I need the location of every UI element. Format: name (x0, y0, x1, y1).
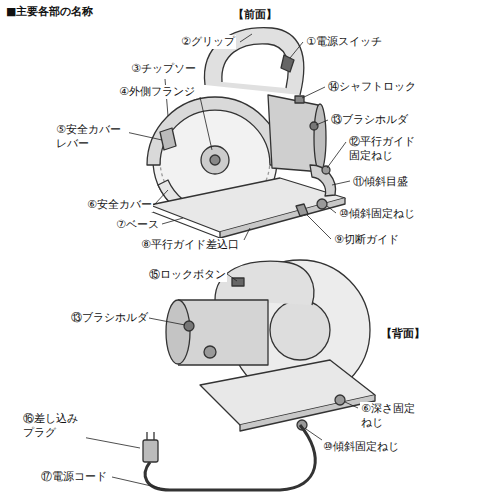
part-label: ⑦ベース (115, 218, 160, 232)
part-label: ④外側フランジ (118, 85, 196, 99)
part-label: ⑮ロックボタン (148, 268, 227, 282)
part-label: ⑭シャフトロック (327, 80, 417, 94)
view-heading: 【背面】 (380, 327, 426, 341)
part-label: ⑥深さ固定 ねじ (360, 402, 424, 431)
part-label: ①電源スイッチ (305, 35, 383, 49)
part-label: ⑤安全カバー レバー (55, 123, 129, 152)
part-label: ⑫平行ガイド 固定ねじ (348, 135, 422, 164)
part-label: ⑩傾斜固定ねじ (322, 440, 400, 454)
part-label: ⑩傾斜固定ねじ (338, 207, 416, 221)
part-label: ③チップソー (130, 62, 197, 76)
part-label: ⑪傾斜目盛 (352, 175, 409, 189)
part-label: ⑰電源コード (40, 470, 108, 484)
part-label: ②グリップ (180, 35, 236, 49)
part-label: ⑬ブラシホルダ (330, 113, 409, 127)
part-label: ⑨切断ガイド (333, 233, 400, 247)
part-label: ⑯差し込み プラグ (22, 412, 86, 441)
diagram-title: ■主要各部の名称 (6, 4, 93, 19)
part-label: ⑬ブラシホルダ (70, 311, 149, 325)
part-label: ⑧平行ガイド差込口 (140, 238, 240, 252)
part-label: ⑥安全カバー (86, 198, 153, 212)
view-heading: 【前面】 (232, 8, 278, 22)
